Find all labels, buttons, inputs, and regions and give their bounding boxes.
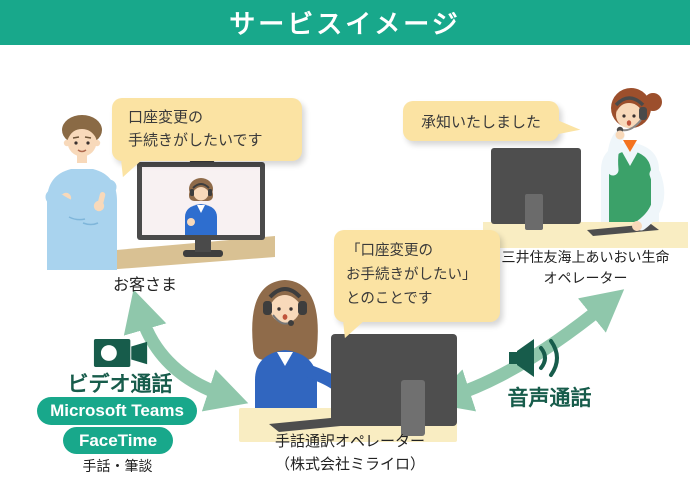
keyboard: [269, 416, 361, 432]
badge-facetime: FaceTime: [63, 427, 173, 454]
desk: [483, 222, 688, 248]
customer-label: お客さま: [112, 277, 177, 294]
customer-illustration: [45, 115, 275, 270]
bubble-text: 承知いたしました: [420, 113, 541, 131]
bubble-text: お手続きがしたい」: [346, 266, 477, 283]
bubble-tail: [343, 319, 367, 338]
voice-call-title: 音声通話: [507, 387, 592, 410]
badge-microsoft-teams: Microsoft Teams: [37, 397, 197, 425]
insurer-operator-illustration: [483, 88, 688, 248]
headset-icon: [614, 96, 645, 107]
bubble-text: 口座変更の: [128, 109, 204, 126]
page-title: サービスイメージ: [229, 9, 461, 39]
computer-monitor: [491, 148, 581, 224]
bubble-tail: [121, 158, 145, 178]
headset-icon: [268, 287, 302, 299]
insurer-speech-bubble: 承知いたしました: [403, 101, 582, 141]
speaker-icon: [507, 336, 567, 380]
interpreter-illustration: [239, 280, 457, 442]
title-bar: サービスイメージ: [0, 0, 690, 45]
video-call-note: 手話・筆談: [82, 458, 153, 474]
interpreter-speech-bubble: 「口座変更の お手続きがしたい」 とのことです: [334, 230, 500, 338]
bubble-text: 手続きがしたいです: [128, 131, 263, 149]
insurer-operator-label: 三井住友海上あいおい生命 オペレーター: [501, 249, 670, 286]
customer-speech-bubble: 口座変更の 手続きがしたいです: [112, 98, 302, 178]
computer-monitor: [331, 334, 457, 426]
bubble-text: とのことです: [346, 290, 433, 307]
bubble-text: 「口座変更の: [346, 243, 433, 259]
interpreter-label: 手話通訳オペレーター （株式会社ミライロ）: [274, 433, 425, 473]
video-camera-icon: [93, 334, 149, 372]
video-call-title: ビデオ通話: [67, 373, 173, 396]
